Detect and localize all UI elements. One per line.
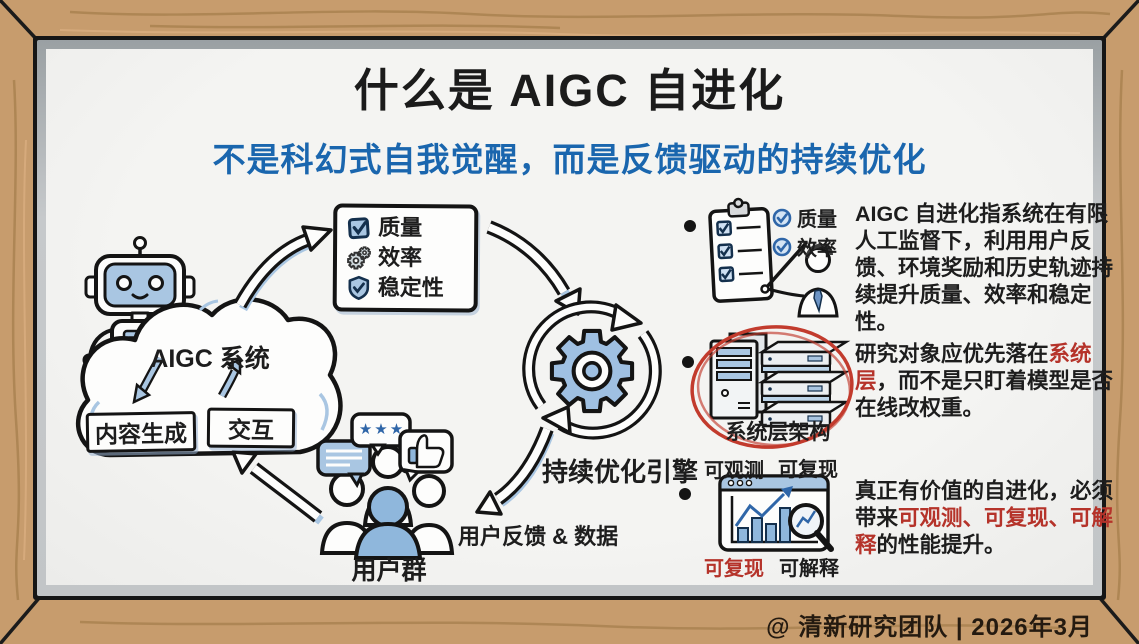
explainable-label: 可解释	[779, 558, 839, 580]
aigc-system-label: AIGC 系统	[150, 345, 270, 373]
system-layer-caption: 系统层架构	[725, 421, 831, 444]
bullet-dot-3	[679, 488, 691, 500]
bullet2-seg1: 研究对象应优先落在	[855, 342, 1049, 366]
shield-check-icon	[348, 275, 370, 300]
metric-quality-row: 质量	[347, 214, 464, 241]
metric-stability-label: 稳定性	[377, 274, 444, 301]
optimization-engine-icon	[522, 300, 662, 440]
gear-icon	[549, 328, 635, 414]
engine-label: 持续优化引擎	[541, 457, 698, 487]
interaction-box: 交互	[206, 407, 296, 449]
bullet-dot-2	[682, 356, 694, 368]
feedback-label: 用户反馈 & 数据	[458, 524, 619, 549]
reproducible-label-bottom: 可复现	[704, 558, 764, 580]
quality-badge-label: 质量	[797, 209, 837, 231]
interaction-label: 交互	[227, 416, 275, 444]
bullet1-body: AIGC 自进化指系统在有限人工监督下，利用用户反馈、环境奖励和历史轨迹持续提升…	[855, 202, 1114, 334]
metric-efficiency-label: 效率	[377, 244, 423, 271]
efficiency-badge: 效率	[772, 232, 837, 261]
presenter-icon	[760, 241, 839, 318]
bullet3-seg1: 真正有价值的自进化，必须带来	[855, 479, 1114, 530]
content-generation-label: 内容生成	[94, 420, 188, 448]
metric-efficiency-row: 效率	[347, 244, 464, 271]
gears-icon	[347, 246, 371, 270]
bullet1-text: AIGC 自进化指系统在有限人工监督下，利用用户反馈、环境奖励和历史轨迹持续提升…	[855, 201, 1119, 336]
page-subtitle: 不是科幻式自我觉醒，而是反馈驱动的持续优化	[212, 141, 927, 178]
observable-label: 可观测	[704, 460, 764, 482]
bullet3-highlight: 可观测、可复现、可解释	[855, 506, 1114, 557]
checkbox-icon	[347, 217, 370, 240]
metric-quality-label: 质量	[378, 214, 423, 241]
cloud-to-content-arrow	[132, 355, 164, 405]
content-generation-box: 内容生成	[85, 411, 197, 453]
bullet3-text: 真正有价值的自进化，必须带来可观测、可复现、可解释的性能提升。	[855, 478, 1119, 559]
red-circle-annotation	[690, 325, 854, 449]
users-label: 用户群	[351, 557, 427, 585]
servers-icon	[709, 332, 851, 428]
metrics-to-engine-arrow	[486, 220, 582, 316]
metric-stability-row: 稳定性	[347, 274, 464, 301]
circle-check-icon	[772, 208, 792, 227]
interact-to-cloud-arrow	[218, 358, 242, 399]
bullet-dot-1	[684, 220, 696, 232]
thumbs-up-bubble-icon	[398, 429, 454, 483]
bullet2-highlight: 系统层	[855, 342, 1092, 393]
bullet3-seg3: 的性能提升。	[876, 533, 1006, 557]
quality-badge: 质量	[772, 203, 837, 232]
engine-to-users-arrow	[475, 426, 555, 516]
efficiency-badge-label: 效率	[797, 238, 837, 260]
star-rating: ★★★	[358, 421, 406, 438]
chat-bubble-icon	[316, 439, 372, 489]
page-title: 什么是 AIGC 自进化	[353, 65, 786, 116]
bullet2-text: 研究对象应优先落在系统层，而不是只盯着模型是否在线改权重。	[855, 341, 1119, 422]
users-to-system-arrow	[231, 450, 324, 525]
cloud-to-metrics-arrow	[233, 225, 333, 312]
bullet2-seg3: ，而不是只盯着模型是否在线改权重。	[855, 369, 1114, 420]
credit-line: @ 清新研究团队 | 2026年3月	[766, 614, 1093, 641]
user-group-icon	[319, 445, 455, 560]
clipboard-icon	[708, 197, 774, 303]
analytics-chart-icon	[718, 474, 834, 552]
reproducible-label-top: 可复现	[778, 459, 838, 481]
metrics-checklist-box: 质量 效率 稳定性	[332, 203, 479, 313]
circle-check-icon	[772, 237, 792, 256]
